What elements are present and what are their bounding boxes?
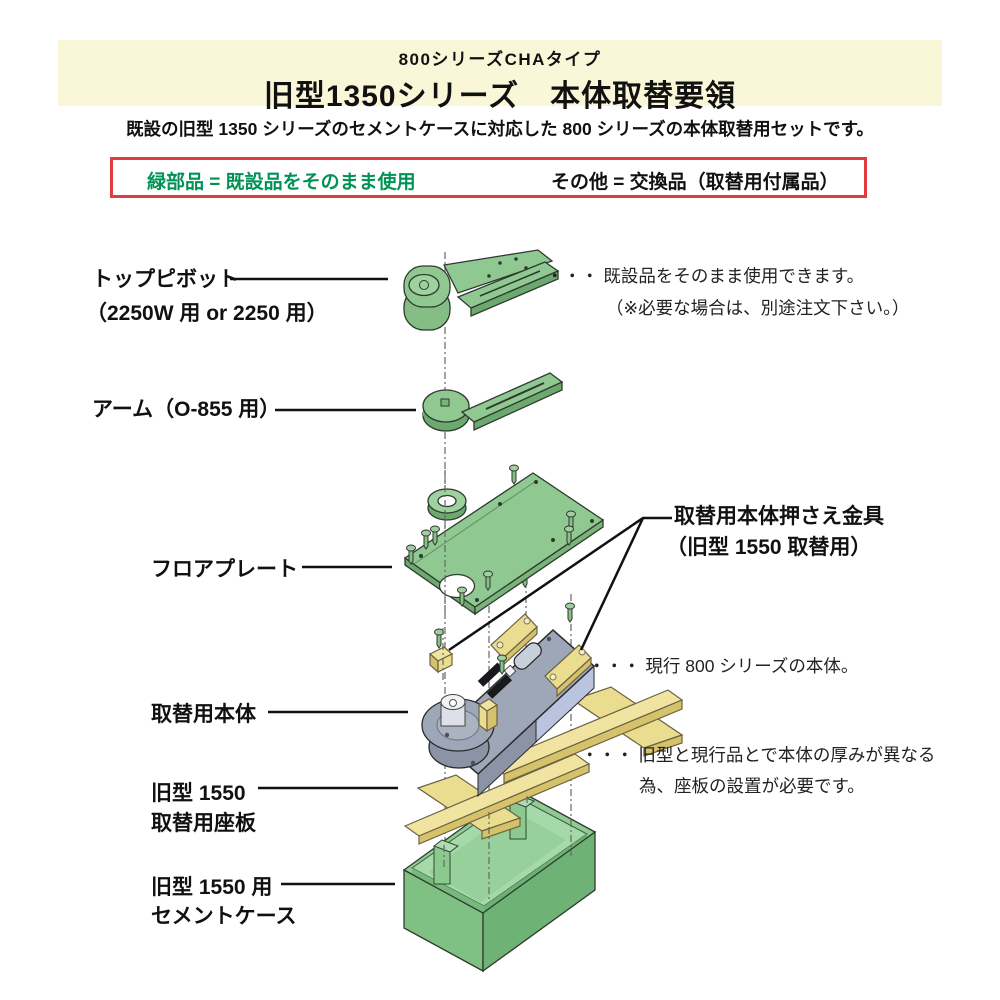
seat-plate-part (403, 686, 684, 845)
label-seat-plate-2: 取替用座板 (151, 812, 256, 835)
annotation-pivot-1: ・・・ 既設品をそのまま使用できます。 (546, 266, 865, 286)
legend-other-parts-label: その他 = 交換品（取替用付属品） (551, 172, 839, 193)
floor-plate-part (403, 464, 605, 616)
label-top-pivot-model: （2250W 用 or 2250 用） (86, 302, 328, 325)
legend-green-parts-label: 緑部品 = 既設品をそのまま使用 (147, 172, 416, 193)
label-top-pivot: トップピボット (92, 268, 239, 291)
label-holder: 取替用本体押さえ金具 (674, 505, 884, 528)
body-part (421, 567, 596, 798)
label-body: 取替用本体 (151, 703, 256, 726)
label-floor-plate: フロアプレート (151, 558, 298, 581)
label-cement-case-2: セメントケース (151, 905, 297, 928)
arm-part (422, 372, 564, 432)
title-band: 800シリーズCHAタイプ 旧型1350シリーズ 本体取替要領 (58, 40, 942, 113)
series-type-label: 800シリーズCHAタイプ (398, 50, 602, 69)
holding-bracket (544, 644, 592, 698)
cement-case-part (402, 788, 597, 973)
label-arm: アーム（O-855 用） (92, 398, 281, 421)
leader-holder-right (579, 517, 645, 651)
legend-box: 緑部品 = 既設品をそのまま使用 その他 = 交換品（取替用付属品） (110, 157, 867, 198)
annotation-pivot-2: （※必要な場合は、別途注文下さい。） (606, 298, 910, 318)
subtitle: 既設の旧型 1350 シリーズのセメントケースに対応した 800 シリーズの本体… (126, 119, 874, 139)
label-seat-plate-1: 旧型 1550 (151, 782, 246, 805)
holding-clip (428, 646, 454, 674)
centerline-overlays (442, 470, 572, 900)
page-title: 旧型1350シリーズ 本体取替要領 (263, 80, 737, 113)
top-pivot-part (403, 249, 560, 331)
annotation-body: ・・・ 現行 800 シリーズの本体。 (588, 656, 859, 676)
holding-bracket (490, 613, 538, 667)
label-holder-model: （旧型 1550 取替用） (666, 536, 872, 559)
annotation-seat-1: ・・・ 旧型と現行品とで本体の厚みが異なる (581, 745, 936, 765)
label-cement-case-1: 旧型 1550 用 (151, 876, 273, 899)
annotation-seat-2: 為、座板の設置が必要です。 (639, 776, 865, 796)
leader-lines (230, 277, 672, 886)
pivot-ring (427, 488, 467, 521)
holding-clip (477, 698, 499, 733)
case-anchor-post (432, 839, 460, 885)
spindle-knob (440, 694, 466, 727)
